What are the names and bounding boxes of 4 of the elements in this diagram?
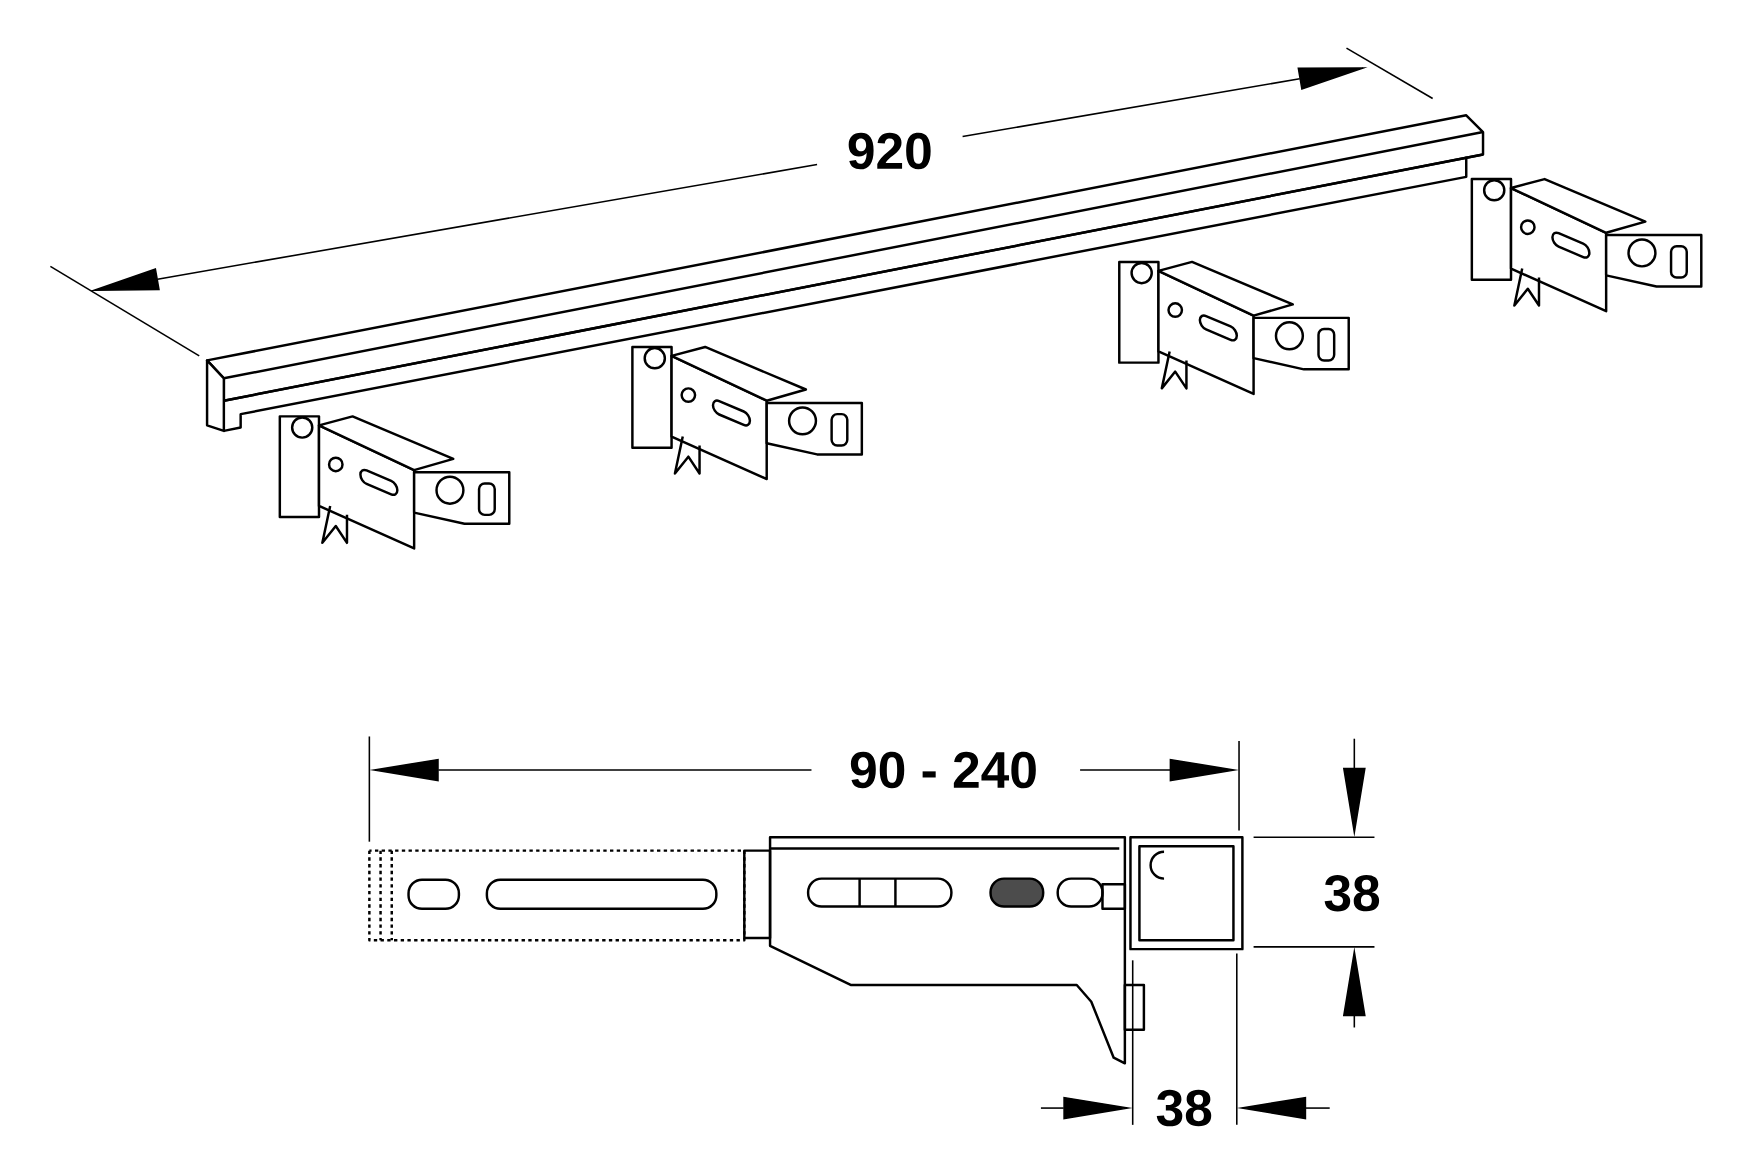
- dimension-label: 38: [1156, 1089, 1212, 1127]
- dimension-label: 920: [848, 132, 931, 170]
- dimension-label: 38: [1324, 874, 1380, 912]
- dimension-label: 90 - 240: [850, 751, 1036, 789]
